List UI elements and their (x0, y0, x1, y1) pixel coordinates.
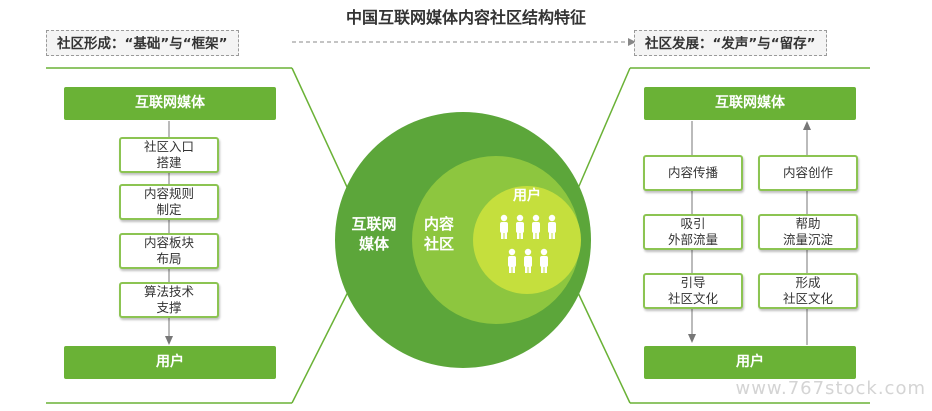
left-step-4: 算法技术 支撑 (119, 282, 219, 318)
right-down-step-1: 内容传播 (643, 155, 743, 191)
right-up-step-3-line1: 形成 (795, 275, 821, 290)
left-section-header: 社区形成：“基础”与“框架” (46, 30, 239, 56)
right-down-step-3-line2: 社区文化 (667, 291, 718, 306)
right-up-step-1-line1: 内容创作 (782, 165, 833, 180)
right-up-step-2-line1: 帮助 (795, 216, 821, 231)
left-step-4-line1: 算法技术 (143, 284, 194, 299)
left-step-4-line2: 支撑 (156, 300, 182, 315)
right-up-step-2-line2: 流量沉淀 (782, 232, 833, 247)
right-section-header: 社区发展：“发声”与“留存” (634, 30, 827, 56)
left-step-3: 内容板块 布局 (119, 233, 219, 269)
left-flow-arrow-head (165, 336, 173, 345)
left-step-2-line2: 制定 (156, 202, 182, 217)
left-step-1: 社区入口 搭建 (119, 137, 219, 173)
right-down-arrow-head (688, 334, 696, 343)
right-up-step-1: 内容创作 (758, 155, 858, 191)
header-arrow-head (628, 38, 636, 46)
right-down-step-1-line1: 内容传播 (667, 165, 718, 180)
right-down-step-2: 吸引 外部流量 (643, 214, 743, 250)
left-step-1-line2: 搭建 (156, 155, 182, 170)
users-icon (500, 214, 556, 273)
right-top-diagonal (572, 67, 631, 201)
left-bottom-diagonal (291, 281, 354, 404)
right-up-step-3: 形成 社区文化 (758, 273, 858, 309)
inner-circle-label: 用户 (513, 188, 541, 204)
outer-circle-label: 互联网媒体 (351, 215, 397, 253)
middle-circle-label: 内容社区 (423, 215, 454, 253)
left-step-2-line1: 内容规则 (143, 186, 194, 201)
right-down-step-2-line2: 外部流量 (667, 232, 718, 247)
left-step-3-line1: 内容板块 (143, 235, 194, 250)
right-up-step-3-line2: 社区文化 (782, 291, 833, 306)
left-top-diagonal (291, 67, 354, 201)
right-top-media-bar: 互联网媒体 (644, 87, 856, 120)
page-title: 中国互联网媒体内容社区结构特征 (345, 8, 586, 27)
watermark: www.767stock.com (735, 378, 926, 399)
right-bottom-user-bar: 用户 (644, 346, 856, 379)
left-step-1-line1: 社区入口 (143, 139, 194, 154)
right-bottom-diagonal (572, 281, 631, 404)
left-step-2: 内容规则 制定 (119, 184, 219, 220)
right-up-arrow-head (803, 121, 811, 130)
right-down-step-3-line1: 引导 (680, 275, 706, 290)
right-down-step-3: 引导 社区文化 (643, 273, 743, 309)
inner-circle (473, 186, 581, 294)
right-down-step-2-line1: 吸引 (680, 216, 706, 231)
left-top-media-bar: 互联网媒体 (64, 87, 276, 120)
right-up-step-2: 帮助 流量沉淀 (758, 214, 858, 250)
left-step-3-line2: 布局 (156, 251, 182, 266)
left-bottom-user-bar: 用户 (64, 346, 276, 379)
